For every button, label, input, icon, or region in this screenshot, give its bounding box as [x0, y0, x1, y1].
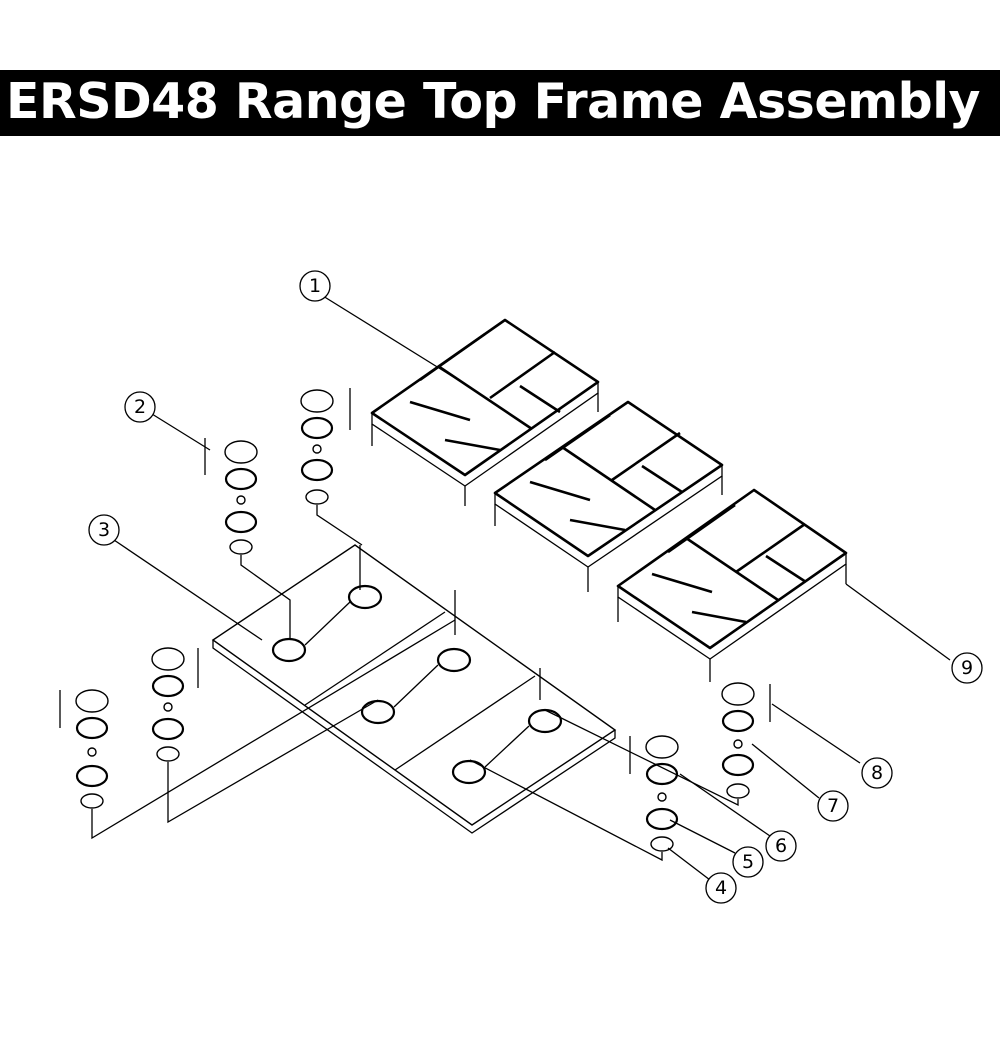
frame-burner-port [360, 647, 472, 725]
burner-grate-center [493, 400, 724, 592]
leader-lines [113, 295, 951, 881]
svg-text:6: 6 [775, 835, 787, 857]
title-bar [0, 70, 1000, 136]
burner-assembly-top [300, 388, 351, 505]
burner-assembly-lower-left [59, 689, 109, 809]
page-title: ERSD48 Range Top Frame Assembly [6, 73, 980, 130]
callout-9: 9 [951, 652, 983, 684]
svg-text:4: 4 [715, 877, 727, 899]
svg-text:1: 1 [309, 275, 321, 297]
assembly-guide-lines [91, 505, 739, 862]
svg-text:5: 5 [742, 851, 754, 873]
svg-text:7: 7 [827, 795, 839, 817]
svg-text:9: 9 [961, 657, 973, 679]
callout-3: 3 [88, 514, 120, 546]
callout-7: 7 [817, 790, 849, 822]
callout-4: 4 [705, 872, 737, 904]
svg-text:2: 2 [134, 396, 146, 418]
range-top-frame [211, 544, 617, 834]
burner-grate-right [616, 488, 848, 682]
svg-text:8: 8 [871, 762, 883, 784]
burner-assembly-right [721, 682, 771, 799]
burner-assembly-upper-left [204, 438, 258, 555]
callout-5: 5 [732, 846, 764, 878]
burner-assembly-mid-left [151, 647, 199, 762]
burner-assembly-lower-right [629, 735, 679, 852]
frame-burner-port [271, 584, 383, 663]
svg-text:3: 3 [98, 519, 110, 541]
callout-8: 8 [861, 757, 893, 789]
callout-6: 6 [765, 830, 797, 862]
callout-2: 2 [124, 391, 156, 423]
callout-1: 1 [299, 270, 331, 302]
